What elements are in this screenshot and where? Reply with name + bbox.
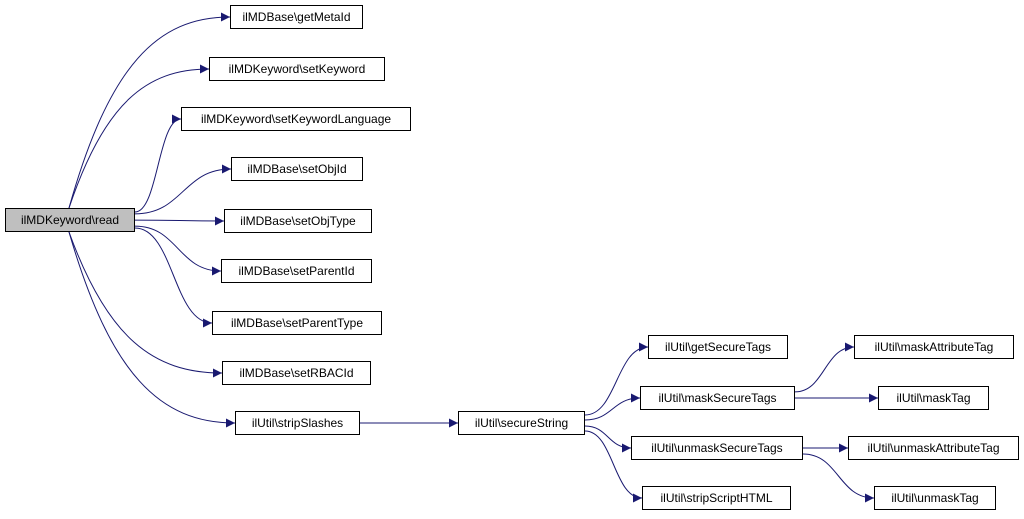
node-setParentType[interactable]: ilMDBase\setParentType xyxy=(212,311,382,335)
edge-root-to-getMetaId xyxy=(68,12,231,209)
node-maskSecureTags[interactable]: ilUtil\maskSecureTags xyxy=(640,386,795,410)
edge-unmaskSecureTags-to-unmaskTag xyxy=(802,453,875,503)
edge-secureString-to-getSecureTags xyxy=(584,342,649,416)
edge-secureString-to-maskSecureTags xyxy=(584,393,641,421)
node-unmaskAttributeTag[interactable]: ilUtil\unmaskAttributeTag xyxy=(848,436,1019,460)
edge-root-to-setKeywordLanguage xyxy=(134,114,182,213)
node-secureString[interactable]: ilUtil\secureString xyxy=(458,411,585,435)
node-maskAttributeTag[interactable]: ilUtil\maskAttributeTag xyxy=(854,335,1014,359)
node-setParentId[interactable]: ilMDBase\setParentId xyxy=(221,259,372,283)
edge-root-to-setKeyword xyxy=(68,64,210,209)
edge-maskSecureTags-to-maskAttributeTag xyxy=(794,342,855,393)
node-getSecureTags[interactable]: ilUtil\getSecureTags xyxy=(648,335,788,359)
edge-root-to-stripSlashes xyxy=(68,231,236,428)
node-unmaskSecureTags[interactable]: ilUtil\unmaskSecureTags xyxy=(631,436,803,460)
node-unmaskTag[interactable]: ilUtil\unmaskTag xyxy=(874,486,996,510)
node-root[interactable]: ilMDKeyword\read xyxy=(5,208,135,232)
node-setRBACId[interactable]: ilMDBase\setRBACId xyxy=(222,361,371,385)
edge-root-to-setObjId xyxy=(134,164,232,215)
node-setObjType[interactable]: ilMDBase\setObjType xyxy=(224,209,372,233)
edge-secureString-to-unmaskSecureTags xyxy=(584,425,632,453)
edge-root-to-setParentType xyxy=(134,227,213,328)
edge-secureString-to-stripScriptHTML xyxy=(584,430,643,503)
node-setKeyword[interactable]: ilMDKeyword\setKeyword xyxy=(209,57,385,81)
edge-root-to-setParentId xyxy=(134,225,222,276)
node-stripScriptHTML[interactable]: ilUtil\stripScriptHTML xyxy=(642,486,791,510)
node-stripSlashes[interactable]: ilUtil\stripSlashes xyxy=(235,411,360,435)
edge-root-to-setRBACId xyxy=(68,231,223,378)
node-maskTag[interactable]: ilUtil\maskTag xyxy=(878,386,989,410)
node-setObjId[interactable]: ilMDBase\setObjId xyxy=(231,157,363,181)
node-getMetaId[interactable]: ilMDBase\getMetaId xyxy=(230,5,363,29)
edge-root-to-setObjType xyxy=(134,216,225,226)
node-setKeywordLanguage[interactable]: ilMDKeyword\setKeywordLanguage xyxy=(181,107,411,131)
